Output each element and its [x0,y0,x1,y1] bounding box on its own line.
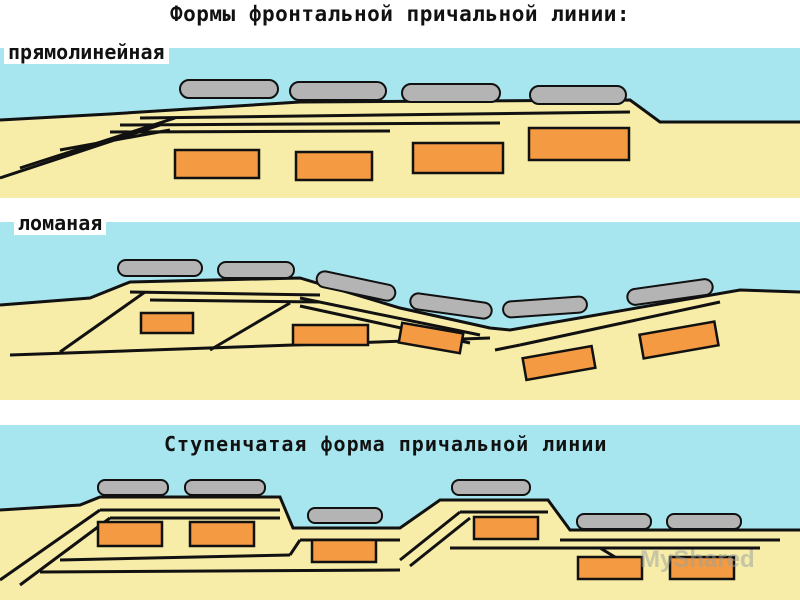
warehouse [96,520,164,548]
watermark: MyShared [640,546,755,573]
panel-stepped [0,425,800,600]
warehouse [173,148,261,180]
ship [409,292,493,320]
ship [97,479,169,496]
warehouse [411,141,505,175]
warehouse [397,321,465,355]
label-stepped: Ступенчатая форма причальной линии [164,432,608,456]
ship [451,479,531,496]
warehouses [96,515,736,581]
ship [626,278,714,306]
warehouse [638,320,720,360]
warehouse [310,538,378,564]
ships [97,479,742,530]
ship [289,81,387,101]
ship [184,479,266,496]
ship [179,79,279,99]
warehouse [188,520,256,548]
label-broken: ломаная [14,211,107,235]
shoreline [0,495,800,532]
ship [307,507,383,524]
rail-tracks [0,508,780,587]
warehouse [291,323,370,347]
warehouse [472,515,540,541]
shoreline [0,276,800,332]
ship [666,513,742,530]
ships [179,79,627,105]
ship [529,85,627,105]
rail-tracks [0,110,631,180]
warehouse [294,150,374,182]
warehouse [527,126,631,162]
ships [117,259,714,320]
ship [576,513,652,530]
warehouse [139,311,195,335]
label-straight: прямолинейная [4,40,169,64]
ship [502,295,588,319]
panel-broken [0,222,800,400]
ship [315,270,397,302]
diagram-title: Формы фронтальной причальной линии: [169,2,630,26]
ship [401,83,501,103]
warehouses [139,311,720,382]
panel-straight [0,48,800,198]
ship [117,259,203,277]
warehouse [576,555,644,581]
warehouse [521,344,597,382]
warehouses [173,126,631,182]
warehouse [668,555,736,581]
ship [217,261,295,279]
